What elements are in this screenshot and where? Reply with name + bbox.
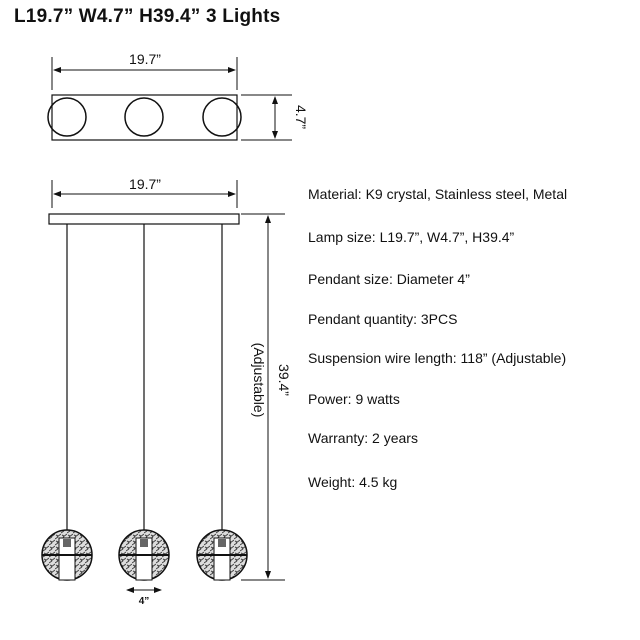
diameter-label: 4” xyxy=(139,596,150,607)
spec-weight: Weight: 4.5 kg xyxy=(308,474,398,490)
spec-warranty: Warranty: 2 years xyxy=(308,430,418,446)
spec-lamp-size: Lamp size: L19.7”, W4.7”, H39.4” xyxy=(308,229,515,245)
top-length-label: 19.7” xyxy=(129,51,161,67)
spec-power: Power: 9 watts xyxy=(308,391,400,407)
adjustable-label: (Adjustable) xyxy=(251,343,267,418)
front-length-label: 19.7” xyxy=(129,176,161,192)
spec-pendant-size: Pendant size: Diameter 4” xyxy=(308,271,470,287)
page-title: L19.7” W4.7” H39.4” 3 Lights xyxy=(14,6,281,27)
spec-material: Material: K9 crystal, Stainless steel, M… xyxy=(308,186,568,202)
top-width-label: 4.7” xyxy=(293,105,309,129)
spec-pendant-quantity: Pendant quantity: 3PCS xyxy=(308,311,458,327)
front-view: 19.7” 4” xyxy=(41,176,292,607)
height-label: 39.4” xyxy=(276,364,292,396)
spec-wire-length: Suspension wire length: 118” (Adjustable… xyxy=(308,350,567,366)
pendant-globes xyxy=(41,529,248,581)
top-view: 19.7” 4.7” xyxy=(47,51,309,141)
